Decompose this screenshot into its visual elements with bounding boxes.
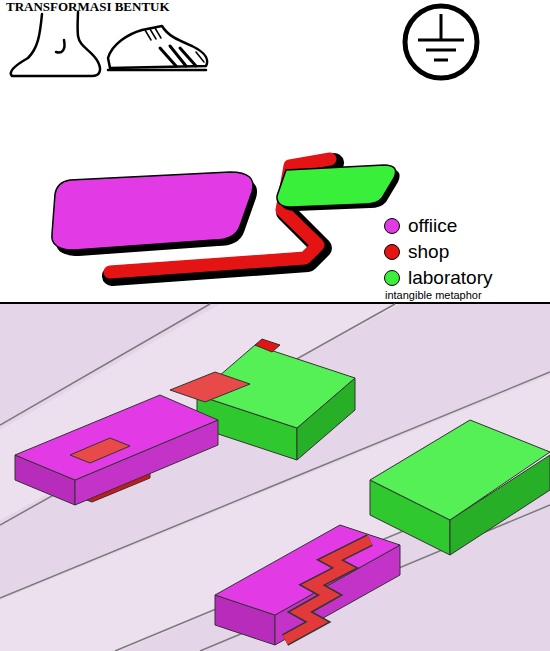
legend: offiice shop laboratory [384, 213, 493, 291]
foot-ankle [56, 40, 65, 53]
legend-row: shop [384, 239, 493, 265]
massing-view [0, 304, 550, 651]
legend-text: offiice [408, 215, 457, 237]
legend-swatch [384, 270, 400, 286]
sneaker-icon [108, 26, 207, 68]
note-label: intangible metaphor [385, 289, 482, 302]
foot-icon [11, 12, 100, 76]
legend-text: laboratory [408, 267, 493, 289]
icon-row [11, 12, 207, 76]
legend-swatch [384, 244, 400, 260]
legend-text: shop [408, 241, 449, 263]
legend-row: offiice [384, 213, 493, 239]
sneaker-sole [108, 69, 206, 72]
panel-divider [0, 302, 550, 304]
legend-swatch [384, 218, 400, 234]
plan-diagram [52, 159, 400, 276]
title: TRANSFORMASI BENTUK [6, 0, 170, 14]
legend-row: laboratory [384, 265, 493, 291]
earth-ground-symbol [405, 6, 477, 78]
